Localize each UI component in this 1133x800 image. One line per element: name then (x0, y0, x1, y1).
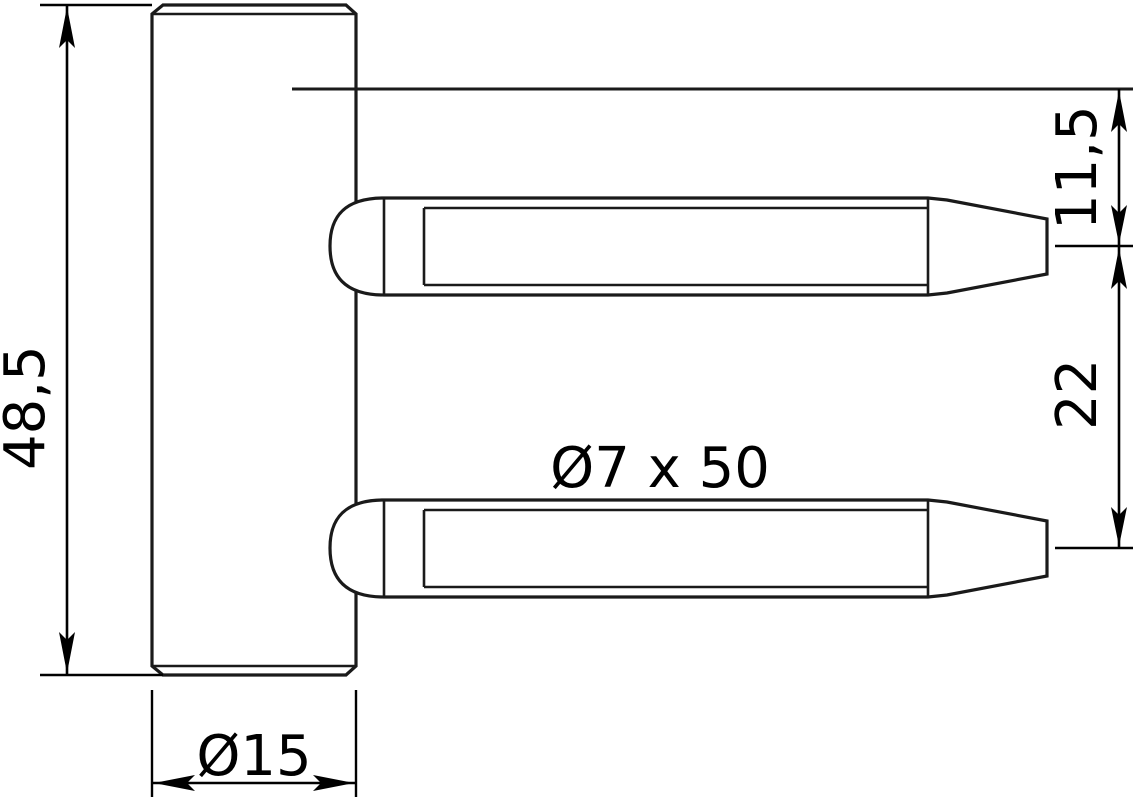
lower-pin-outline (328, 498, 1049, 599)
spacing-arrow-bottom (1111, 507, 1127, 546)
spacing-dim-label: 22 (1045, 359, 1110, 430)
dimension-pin-spacing: 22 (1045, 246, 1133, 550)
body-block (150, 3, 358, 677)
dimension-body-diameter: Ø15 (150, 690, 358, 797)
height-dim-label: 48,5 (0, 345, 58, 470)
offset-dim-label: 11,5 (1045, 105, 1110, 230)
offset-arrow-bottom (1111, 205, 1127, 244)
spacing-arrow-top (1111, 248, 1127, 289)
dimension-upper-offset: 11,5 (1045, 89, 1133, 248)
diameter-dim-label: Ø15 (196, 724, 311, 789)
upper-pin-outline (328, 196, 1049, 297)
lower-pin (328, 498, 1049, 599)
height-arrow-bottom (59, 632, 75, 673)
diameter-arrow-left (154, 775, 195, 791)
height-arrow-top (59, 7, 75, 48)
offset-arrow-top (1111, 91, 1127, 132)
pin-spec-label: Ø7 x 50 (550, 436, 770, 501)
pin-spec-annotation: Ø7 x 50 (550, 436, 770, 501)
upper-pin (328, 196, 1049, 297)
dimension-overall-height: 48,5 (0, 3, 163, 677)
diameter-arrow-right (313, 775, 354, 791)
body-outline (150, 3, 358, 677)
